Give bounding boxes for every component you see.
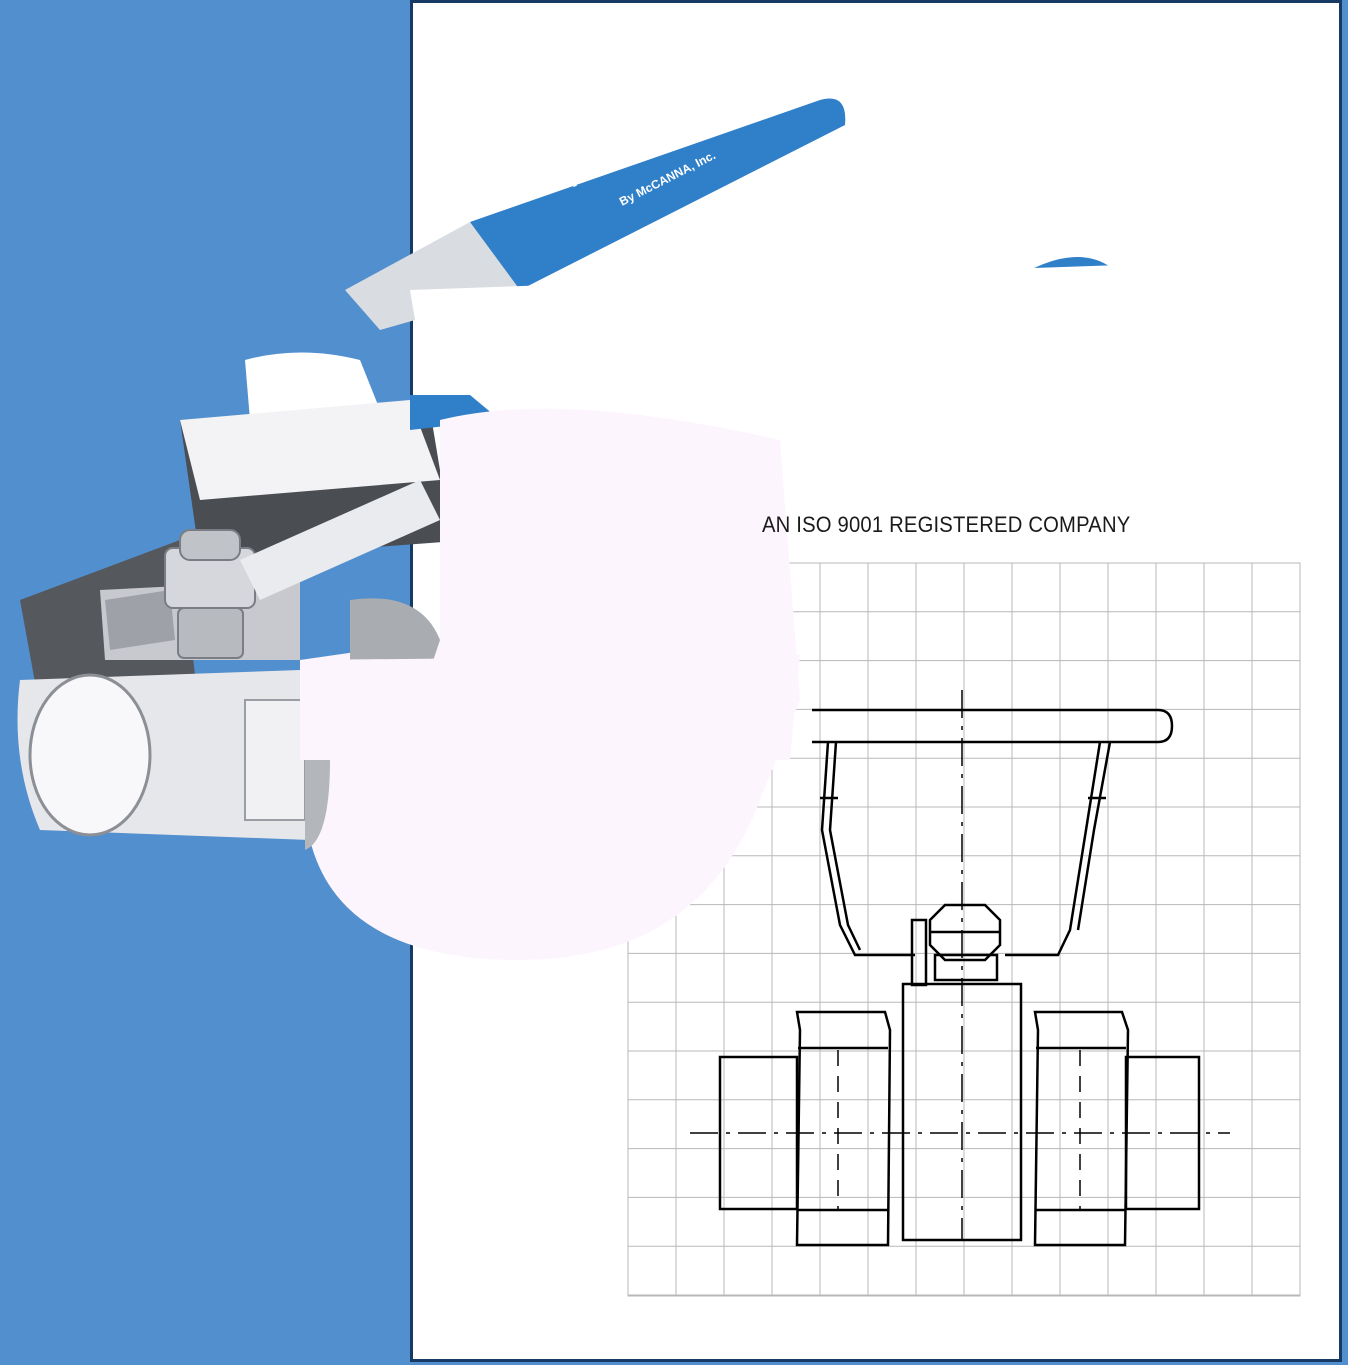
iso-registration-tagline: AN ISO 9001 REGISTERED COMPANY — [762, 512, 1131, 537]
center-lines — [690, 690, 1230, 1240]
valve-outline — [718, 708, 1201, 1247]
hidden-lines — [837, 1050, 1081, 1210]
stem-nut — [164, 529, 256, 659]
